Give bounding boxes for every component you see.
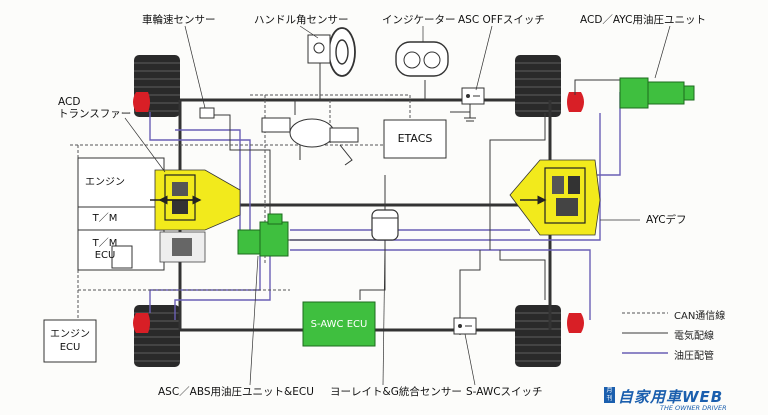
front-right-tire (515, 55, 561, 117)
label-asc-abs-unit: ASC／ABS用油圧ユニット&ECU (158, 386, 314, 398)
leader-lines (124, 25, 671, 386)
etacs-label: ETACS (397, 132, 433, 145)
s-awc-ecu-label: S-AWC ECU (310, 319, 368, 330)
front-right-brake-caliper (567, 92, 584, 112)
asc-abs-hydraulic-unit (237, 213, 289, 257)
logo-main-text: 自家用車WEB (618, 388, 724, 406)
brake-booster (261, 117, 359, 166)
label-acd: ACD (58, 96, 81, 108)
indicator-cluster (395, 41, 449, 77)
engine-ecu-label-line2: ECU (59, 342, 81, 353)
label-indicator: インジケーター (382, 14, 456, 26)
s-awc-ecu-box (302, 301, 376, 347)
steering-angle-sensor-box (307, 34, 331, 64)
label-asc-off-switch: ASC OFFスイッチ (458, 14, 545, 26)
label-yaw-g-sensor: ヨーレイト&G統合センサー (330, 386, 462, 398)
rear-left-brake-caliper (133, 313, 150, 333)
legend-can-text: CAN通信線 (674, 311, 726, 322)
engine-ecu-box (43, 319, 97, 363)
logo-mark: 月刊 (604, 387, 615, 403)
rear-right-tire (515, 305, 561, 367)
rear-right-brake-caliper (567, 313, 584, 333)
tm-label: T／M (92, 213, 118, 224)
label-wheel-speed-sensor: 車輪速センサー (142, 14, 216, 26)
acd-transfer-diagram (150, 169, 241, 231)
legend-hydraulic-text: 油圧配管 (674, 351, 714, 362)
engine-label: エンジン (85, 177, 125, 188)
legend-electric-text: 電気配線 (674, 331, 714, 342)
yaw-g-sensor-icon (371, 209, 399, 241)
label-ayc-diff: AYCデフ (646, 214, 687, 226)
label-s-awc-switch: S-AWCスイッチ (466, 386, 543, 398)
acd-ayc-hydraulic-unit (619, 77, 695, 109)
label-transfer: トランスファー (58, 108, 132, 120)
engine-ecu-label-line1: エンジン (50, 329, 90, 340)
etacs-box (383, 119, 447, 159)
label-steering-angle-sensor: ハンドル角センサー (254, 14, 349, 26)
wheel-speed-sensor-icon (199, 107, 215, 119)
ayc-diff-diagram (509, 159, 601, 236)
tm-ecu-label-line1: T／M (92, 238, 118, 249)
tm-ecu-label-line2: ECU (94, 250, 116, 261)
front-left-brake-caliper (133, 92, 150, 112)
label-acd-ayc-unit: ACD／AYC用油圧ユニット (580, 14, 706, 26)
site-logo: 月刊 自家用車WEB THE OWNER DRIVER (604, 386, 764, 412)
steering-wheel (328, 27, 356, 77)
s-awc-switch-icon (453, 317, 477, 335)
logo-sub-text: THE OWNER DRIVER (660, 404, 727, 412)
asc-off-switch-icon (461, 87, 485, 105)
